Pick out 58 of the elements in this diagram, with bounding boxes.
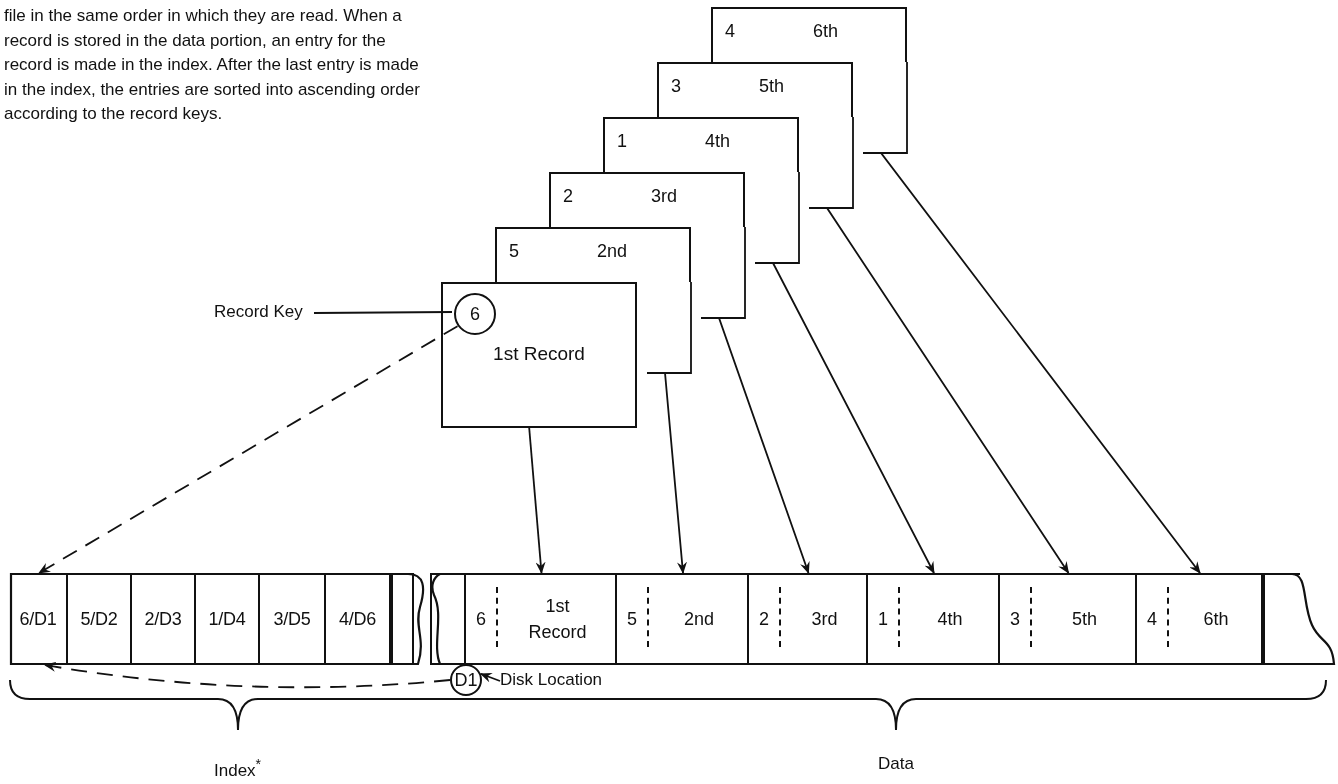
empty-slot	[430, 573, 466, 665]
record-card	[603, 117, 799, 172]
empty-slot	[1263, 573, 1300, 665]
record-name: 5th	[1071, 608, 1098, 631]
arrow	[528, 427, 546, 574]
record-ordinal: 3rd	[651, 186, 677, 206]
record-key: 3	[1010, 609, 1020, 629]
brace-label: Index$^{*}$	[214, 755, 262, 782]
record-ordinal: 5th	[759, 76, 785, 96]
record-name: 1st Record	[527, 595, 588, 644]
index-entry-text: 2/D3	[143, 609, 183, 629]
callout-label: Record Key	[214, 302, 303, 322]
arrow	[646, 281, 692, 574]
callout-label: Disk Location	[500, 670, 603, 690]
index-entry-text: 6/D1	[18, 609, 58, 629]
record-name: 6th	[1202, 608, 1230, 631]
record-key: 3	[671, 76, 681, 96]
brace-label: Data	[878, 753, 914, 775]
key-circle	[450, 664, 482, 696]
arrow	[43, 661, 451, 689]
record-key: 4	[1147, 609, 1157, 629]
record-ordinal: 4th	[705, 131, 731, 151]
index-entry-text: 1/D4	[207, 609, 247, 629]
arrow	[862, 61, 1201, 574]
key-circle	[454, 293, 496, 335]
record-name: 1st Record	[492, 344, 586, 364]
record-name: 3rd	[810, 608, 839, 631]
record-key: 6	[476, 609, 486, 629]
key-value: D1	[453, 670, 479, 690]
arrow	[808, 116, 1070, 574]
data-strip	[430, 573, 1336, 665]
empty-slot	[391, 573, 414, 665]
record-name: 2nd	[682, 608, 715, 631]
description-paragraph: file in the same order in which they are read. When a record is stored in the data portion, an entry for the record is made in the index. After the last entry is made in the index, the entries are sorted into ascending order according to the record keys.	[4, 5, 421, 125]
arrow	[479, 672, 501, 683]
record-key: 5	[627, 609, 637, 629]
record-key: 1	[878, 609, 888, 629]
record-key: 1	[617, 131, 627, 151]
arrow	[700, 226, 810, 574]
record-card	[657, 62, 853, 117]
record-key: 2	[563, 186, 573, 206]
arrow	[38, 325, 459, 574]
index-entry-text: 4/D6	[338, 609, 377, 629]
record-ordinal: 2nd	[597, 241, 628, 261]
index-entry-text: 3/D5	[272, 609, 312, 629]
leader-line	[313, 311, 453, 314]
record-ordinal: 6th	[813, 21, 839, 41]
record-key: 5	[509, 241, 519, 261]
record-key: 4	[725, 21, 735, 41]
record-name: 4th	[936, 608, 964, 631]
arrow	[754, 171, 935, 574]
index-entry-text: 5/D2	[79, 609, 119, 629]
record-card	[711, 7, 907, 62]
record-card	[495, 227, 691, 282]
record-card	[549, 172, 745, 227]
record-card	[441, 282, 637, 428]
key-value: 6	[469, 304, 481, 324]
record-key: 2	[759, 609, 769, 629]
